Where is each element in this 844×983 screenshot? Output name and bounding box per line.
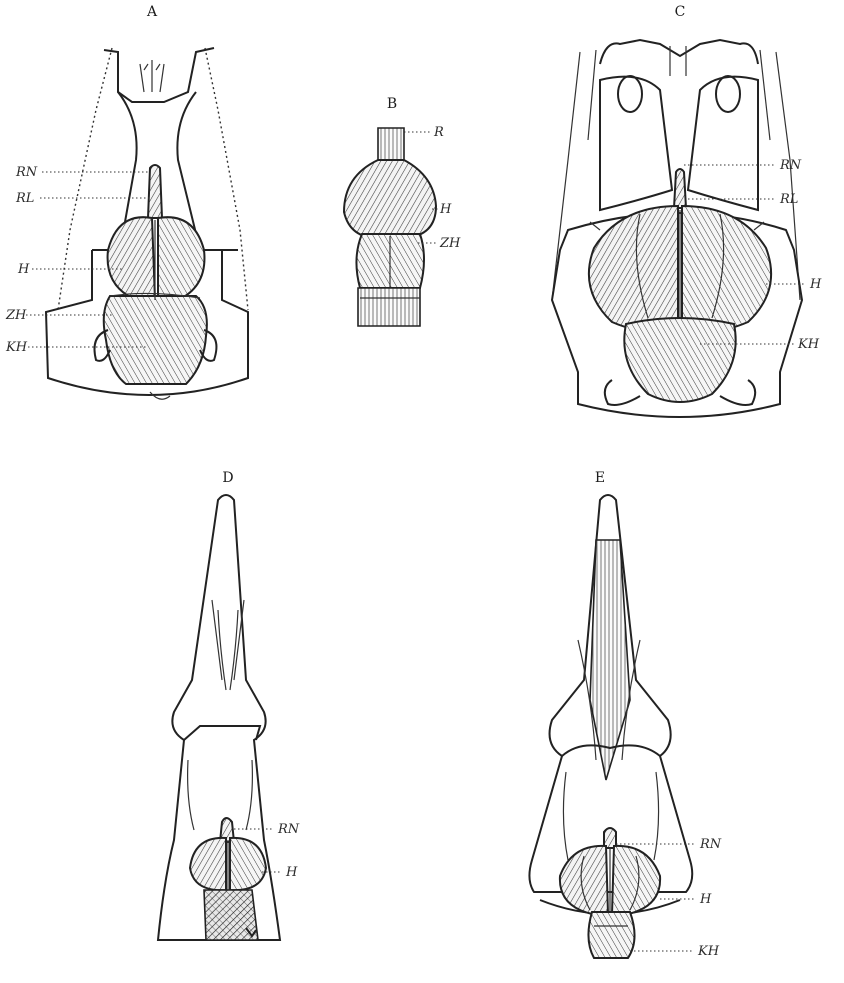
- callout-e-h: H: [699, 892, 712, 907]
- panel-e-label: E: [595, 470, 605, 486]
- callout-a-rl: RL: [15, 191, 34, 206]
- panel-b-label: B: [387, 96, 397, 112]
- callout-a-h: H: [17, 262, 30, 277]
- panel-e-skull: [529, 495, 692, 914]
- callout-d-h: H: [285, 865, 298, 880]
- callout-e-rn: RN: [699, 837, 722, 852]
- panel-c-label: C: [675, 4, 686, 20]
- panel-b-brain: [344, 128, 436, 326]
- callout-c-kh: KH: [797, 337, 820, 352]
- callout-c-h: H: [809, 277, 822, 292]
- panel-e-brain: [560, 828, 660, 958]
- panel-a-label: A: [146, 4, 158, 20]
- callout-b-zh: ZH: [439, 236, 461, 251]
- callout-e-kh: KH: [697, 944, 720, 959]
- callout-c-rl: RL: [779, 192, 798, 207]
- callout-b-r: R: [433, 125, 444, 140]
- panel-b: B R H ZH: [344, 96, 461, 326]
- panel-d-brain: [190, 818, 266, 940]
- callout-d-rn: RN: [277, 822, 300, 837]
- panel-d-label: D: [222, 470, 233, 486]
- callout-a-zh: ZH: [5, 308, 27, 323]
- panel-c: C RN RL: [552, 4, 822, 417]
- callout-a-kh: KH: [5, 340, 28, 355]
- panel-a: A RN RL: [5, 4, 248, 399]
- panel-e: E RN H KH: [529, 470, 721, 959]
- panel-d: D RN H: [158, 470, 300, 940]
- callout-c-rn: RN: [779, 158, 802, 173]
- callout-b-h: H: [439, 202, 452, 217]
- callout-a-rn: RN: [15, 165, 38, 180]
